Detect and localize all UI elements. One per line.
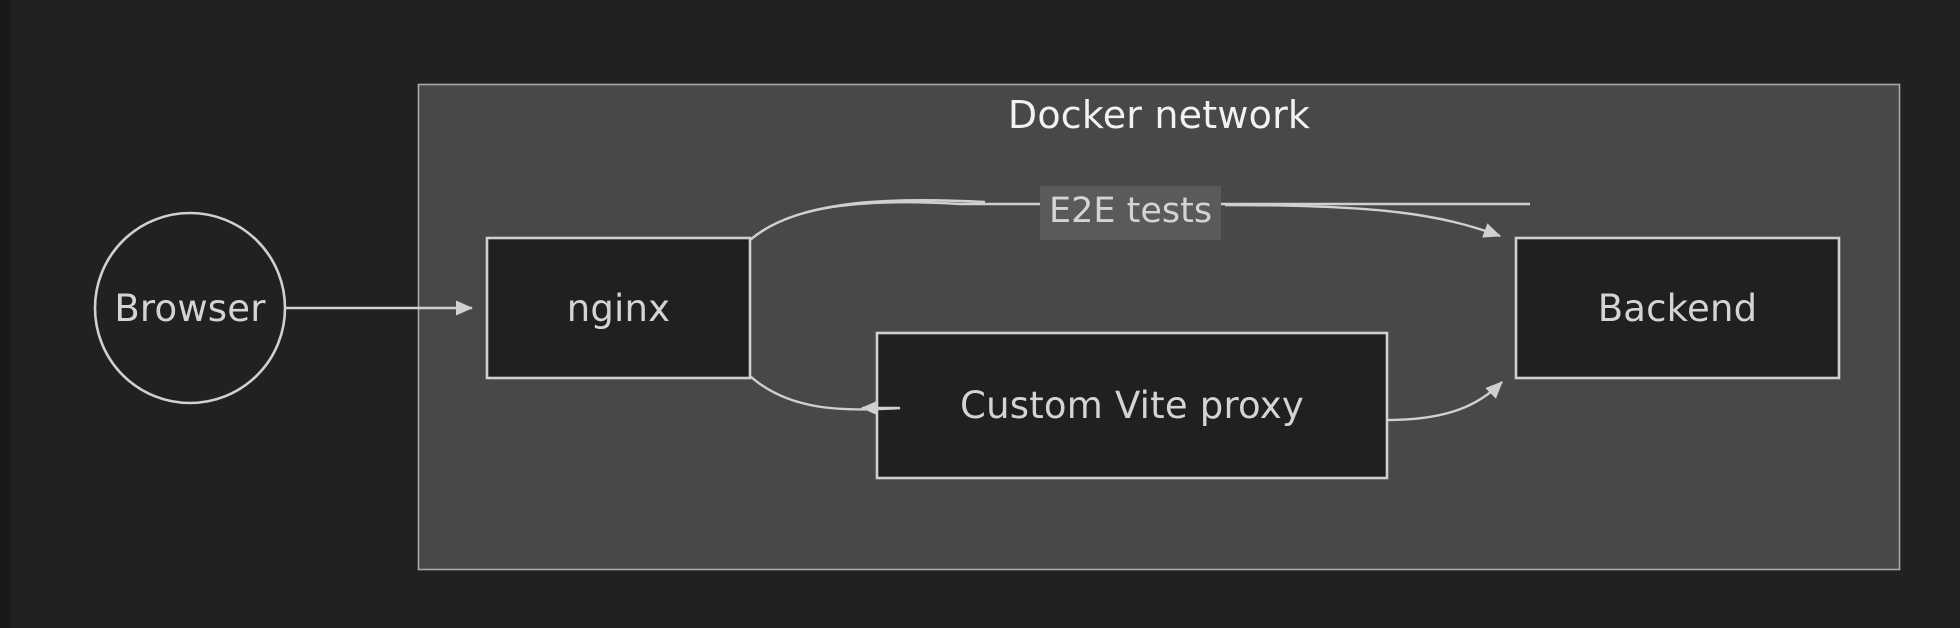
left-gutter-strip bbox=[0, 0, 11, 628]
node-nginx-shape[interactable] bbox=[485, 236, 752, 380]
edge-label-e2e-tests: E2E tests bbox=[1040, 186, 1222, 240]
node-backend-shape[interactable] bbox=[1514, 236, 1841, 380]
edge-nginx-to-vite-proxy[interactable] bbox=[749, 375, 901, 416]
docker-network-title: Docker network bbox=[1007, 93, 1311, 137]
node-browser-shape[interactable] bbox=[93, 211, 287, 405]
edge-vite-proxy-to-backend[interactable] bbox=[1386, 381, 1503, 422]
edge-nginx-to-backend-head[interactable] bbox=[1224, 203, 1501, 238]
node-vite-proxy-shape[interactable] bbox=[875, 331, 1389, 480]
edge-nginx-to-backend-tail[interactable] bbox=[749, 198, 986, 241]
